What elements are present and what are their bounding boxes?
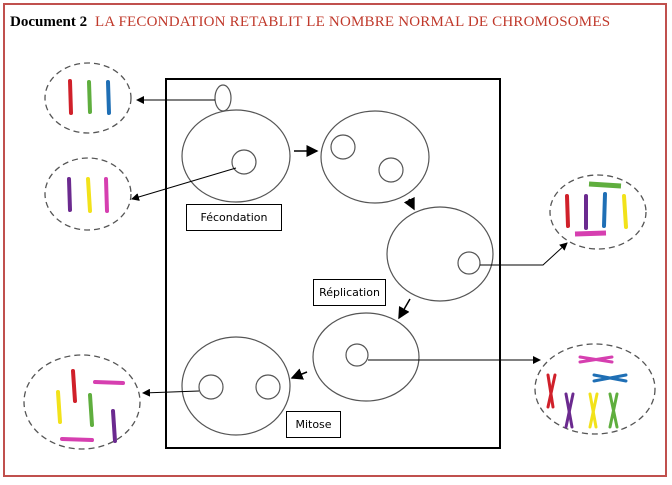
daughter-cell xyxy=(181,336,291,436)
document-number: Document 2 xyxy=(10,14,88,30)
arrow-daughter-chromosomes xyxy=(142,388,200,397)
chromosome-magenta xyxy=(93,380,125,385)
daughter-chromosomes xyxy=(56,369,125,443)
document-title: LA FECONDATION RETABLIT LE NOMBRE NORMAL… xyxy=(95,14,611,30)
chromatid-pair-red xyxy=(546,373,557,409)
chromosome-yellow xyxy=(86,177,92,213)
cell-cycle-box xyxy=(165,78,501,449)
chromatid-pair-purple xyxy=(564,392,575,429)
replication-chromosome-circle xyxy=(549,174,647,250)
replication-cell xyxy=(386,206,494,302)
egg-chromosome-circle xyxy=(44,157,132,231)
chromosome-blue xyxy=(106,80,111,115)
arrow-egg-chromosomes xyxy=(131,167,237,201)
chromatid-pair-magenta xyxy=(578,355,614,364)
replication-nucleus xyxy=(457,251,481,275)
arrow-to-replication xyxy=(403,196,415,211)
chromosome-red xyxy=(68,79,73,115)
chromosome-green xyxy=(87,80,92,114)
chromatid-pair-blue xyxy=(592,373,628,383)
chromatid-pair-green xyxy=(608,392,619,429)
chromosome-green xyxy=(88,393,94,427)
chromosome-green xyxy=(588,181,622,189)
chromosome-purple xyxy=(67,177,72,212)
zygote-cell xyxy=(320,110,430,204)
chromatid-pair-yellow xyxy=(588,392,599,429)
chromosome-blue xyxy=(602,192,607,228)
sperm-chromosomes xyxy=(68,79,111,115)
sperm-nucleus xyxy=(214,84,232,112)
chromosome-red xyxy=(71,369,77,403)
label-fecondation: Fécondation xyxy=(186,204,282,231)
mitosis-chromosomes xyxy=(546,355,628,429)
mitosis-chromosome-circle xyxy=(534,343,656,435)
zygote-nucleus-1 xyxy=(330,134,356,160)
label-replication: Réplication xyxy=(313,279,386,306)
chromosome-red xyxy=(565,194,570,228)
egg-nucleus xyxy=(231,149,257,175)
sperm-chromosome-circle xyxy=(44,62,132,134)
label-mitose: Mitose xyxy=(286,411,341,438)
arrow-replication-chromosomes xyxy=(480,242,568,266)
egg-chromosomes xyxy=(67,177,109,213)
chromosome-magenta xyxy=(104,177,109,213)
document-frame xyxy=(3,3,667,477)
daughter-chromosome-circle xyxy=(23,354,141,450)
chromosome-yellow xyxy=(56,390,62,424)
mitosis-nucleus xyxy=(345,343,369,367)
chromosome-magenta-2 xyxy=(60,437,94,442)
daughter-nucleus-1 xyxy=(198,374,224,400)
arrow-to-daughter xyxy=(290,368,308,380)
chromosome-yellow xyxy=(622,194,628,229)
daughter-nucleus-2 xyxy=(255,374,281,400)
arrow-to-mitosis xyxy=(398,298,411,320)
zygote-nucleus-2 xyxy=(378,157,404,183)
chromosome-purple xyxy=(111,409,117,443)
chromosome-magenta xyxy=(574,230,607,237)
replication-chromosomes xyxy=(565,181,628,237)
